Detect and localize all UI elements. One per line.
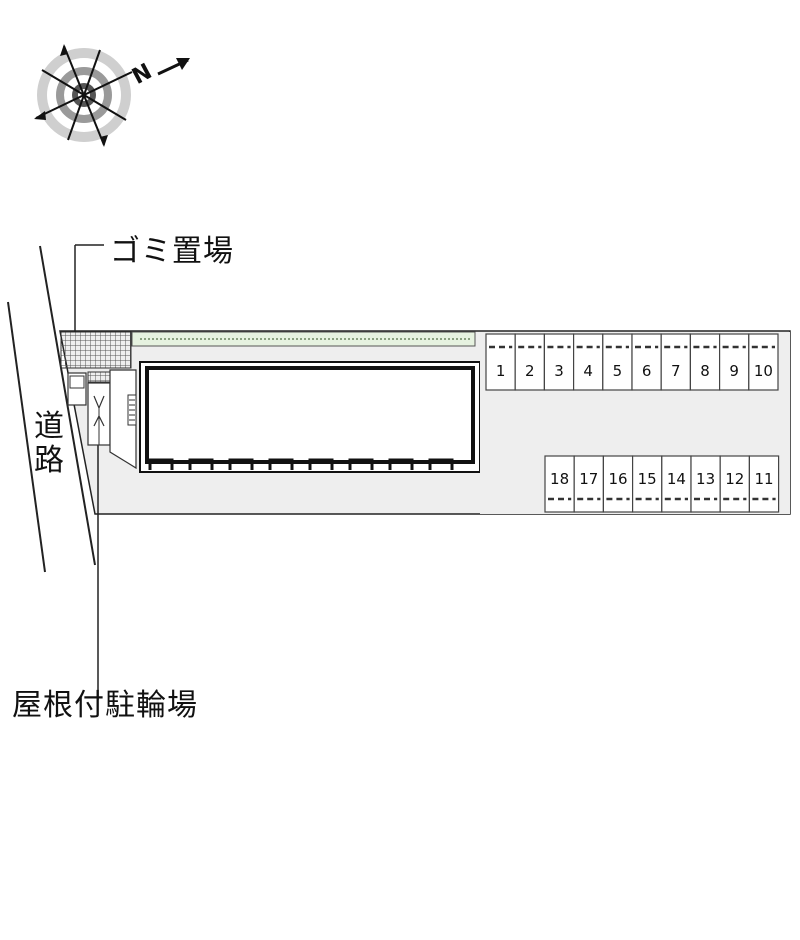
road-label: 道路 <box>34 409 64 478</box>
parking-top-row: 1 2 3 4 5 6 7 8 9 10 <box>485 333 779 391</box>
parking-space-number: 4 <box>583 362 593 380</box>
parking-space: 4 <box>572 333 604 391</box>
parking-space: 11 <box>748 455 780 513</box>
parking-space: 17 <box>573 455 605 513</box>
parking-space: 8 <box>689 333 721 391</box>
parking-space-number: 11 <box>754 470 773 488</box>
parking-space-number: 15 <box>638 470 657 488</box>
parking-space-number: 17 <box>579 470 598 488</box>
parking-space-number: 16 <box>608 470 627 488</box>
parking-space: 9 <box>718 333 750 391</box>
parking-space-number: 5 <box>613 362 623 380</box>
parking-space-number: 1 <box>496 362 506 380</box>
building-balconies <box>148 458 454 470</box>
parking-space-number: 9 <box>729 362 739 380</box>
garbage-area <box>60 331 132 369</box>
parking-space: 16 <box>602 455 634 513</box>
parking-space: 1 <box>485 333 516 391</box>
parking-space-number: 2 <box>525 362 535 380</box>
parking-space: 7 <box>660 333 692 391</box>
parking-space: 18 <box>544 455 575 513</box>
parking-space-number: 8 <box>700 362 710 380</box>
parking-space: 5 <box>602 333 633 391</box>
parking-space-number: 10 <box>754 362 773 380</box>
parking-space: 2 <box>514 333 546 391</box>
north-arrow-icon <box>157 58 190 76</box>
parking-bottom-row: 18 17 16 15 14 13 12 11 <box>544 455 780 513</box>
parking-space-number: 3 <box>554 362 564 380</box>
garbage-area-label: ゴミ置場 <box>110 234 234 269</box>
parking-space-number: 14 <box>667 470 686 488</box>
parking-space: 3 <box>543 333 575 391</box>
parking-space-number: 13 <box>696 470 715 488</box>
parking-space: 13 <box>690 455 721 513</box>
parking-space: 10 <box>748 333 779 391</box>
parking-space-number: 18 <box>550 470 569 488</box>
bicycle-parking-label: 屋根付駐輪場 <box>12 688 198 723</box>
planting-strip <box>131 331 476 347</box>
compass-icon <box>34 44 133 147</box>
parking-space-number: 6 <box>642 362 652 380</box>
parking-space: 14 <box>661 455 692 513</box>
parking-space-number: 7 <box>671 362 681 380</box>
parking-space: 12 <box>719 455 751 513</box>
parking-space-number: 12 <box>725 470 744 488</box>
parking-space: 6 <box>631 333 662 391</box>
parking-space: 15 <box>631 455 663 513</box>
